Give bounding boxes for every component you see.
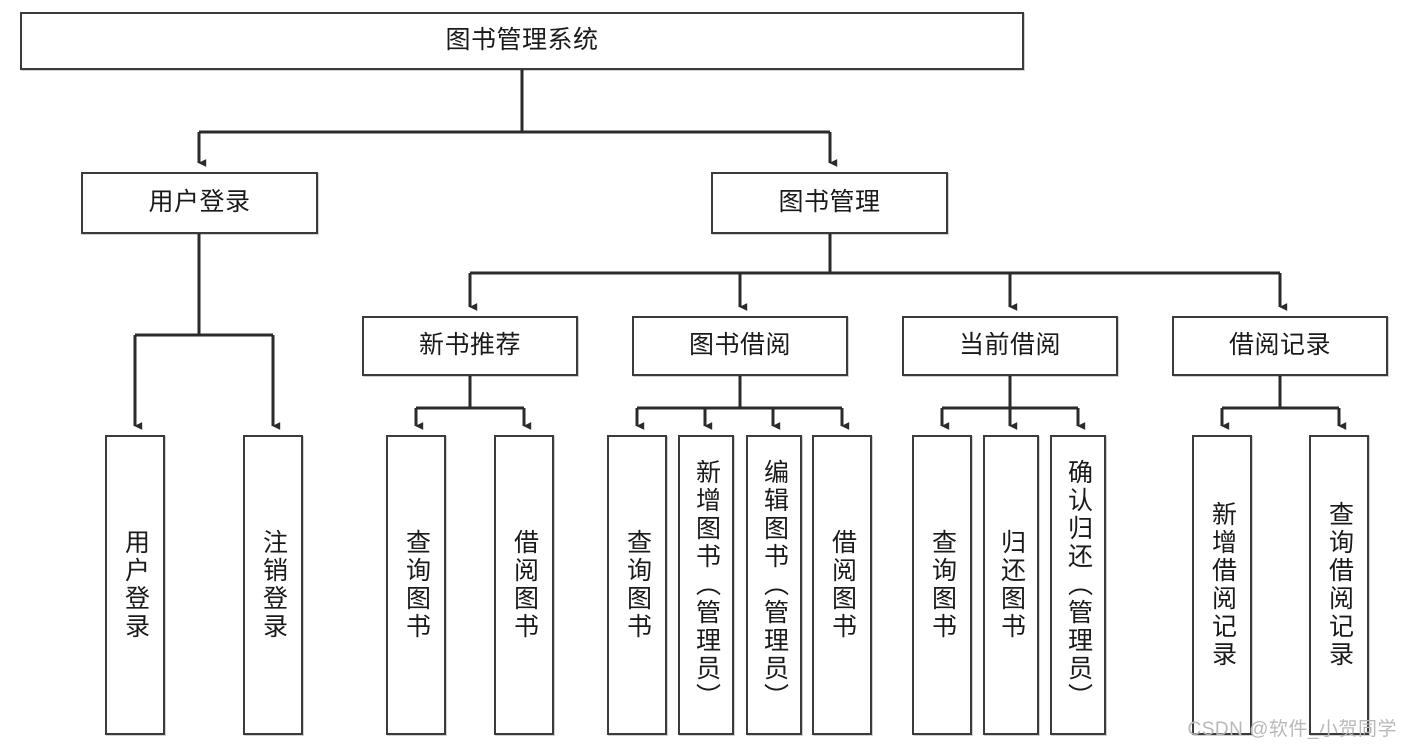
node-book-management[interactable]: 图书管理 xyxy=(711,172,948,234)
leaf-new-book-borrow[interactable]: 借阅图书 xyxy=(494,435,554,735)
node-label: 图书借阅 xyxy=(688,331,791,360)
node-label: 用户登录 xyxy=(121,529,150,641)
leaf-new-book-query[interactable]: 查询图书 xyxy=(386,435,446,735)
node-label: 新书推荐 xyxy=(418,331,521,360)
node-label: 查询借阅记录 xyxy=(1325,501,1354,669)
node-label: 图书管理 xyxy=(778,188,881,217)
node-current-borrow[interactable]: 当前借阅 xyxy=(902,316,1118,376)
node-book-management-system[interactable]: 图书管理系统 xyxy=(20,12,1024,70)
node-label: 借阅图书 xyxy=(510,529,539,641)
node-new-book-recommend[interactable]: 新书推荐 xyxy=(362,316,578,376)
node-label: 查询图书 xyxy=(623,529,652,641)
node-label: 当前借阅 xyxy=(958,331,1061,360)
leaf-book-borrow-add[interactable]: 新增图书（管理员） xyxy=(678,435,734,735)
leaf-book-borrow-query[interactable]: 查询图书 xyxy=(607,435,667,735)
node-borrow-record[interactable]: 借阅记录 xyxy=(1172,316,1388,376)
leaf-user-login-login[interactable]: 用户登录 xyxy=(105,435,165,735)
leaf-current-borrow-return[interactable]: 归还图书 xyxy=(983,435,1039,735)
leaf-borrow-record-add[interactable]: 新增借阅记录 xyxy=(1192,435,1252,735)
node-label: 确认归还（管理员） xyxy=(1064,459,1093,711)
node-label: 新增借阅记录 xyxy=(1208,501,1237,669)
leaf-book-borrow-edit[interactable]: 编辑图书（管理员） xyxy=(746,435,802,735)
node-label: 归还图书 xyxy=(997,529,1026,641)
node-label: 编辑图书（管理员） xyxy=(760,459,789,711)
csdn-watermark: CSDN @软件_小贺同学 xyxy=(1187,719,1397,740)
leaf-borrow-record-query[interactable]: 查询借阅记录 xyxy=(1309,435,1369,735)
leaf-current-borrow-confirm[interactable]: 确认归还（管理员） xyxy=(1050,435,1106,735)
node-label: 新增图书（管理员） xyxy=(692,459,721,711)
node-book-borrow[interactable]: 图书借阅 xyxy=(632,316,848,376)
leaf-current-borrow-query[interactable]: 查询图书 xyxy=(912,435,972,735)
node-user-login[interactable]: 用户登录 xyxy=(81,172,318,234)
node-label: 借阅图书 xyxy=(828,529,857,641)
leaf-book-borrow-borrow[interactable]: 借阅图书 xyxy=(812,435,872,735)
node-label: 借阅记录 xyxy=(1228,331,1331,360)
node-label: 用户登录 xyxy=(148,188,251,217)
leaf-user-login-logout[interactable]: 注销登录 xyxy=(243,435,303,735)
node-label: 查询图书 xyxy=(928,529,957,641)
node-label: 查询图书 xyxy=(402,529,431,641)
node-label: 注销登录 xyxy=(259,529,288,641)
node-label: 图书管理系统 xyxy=(445,26,599,55)
